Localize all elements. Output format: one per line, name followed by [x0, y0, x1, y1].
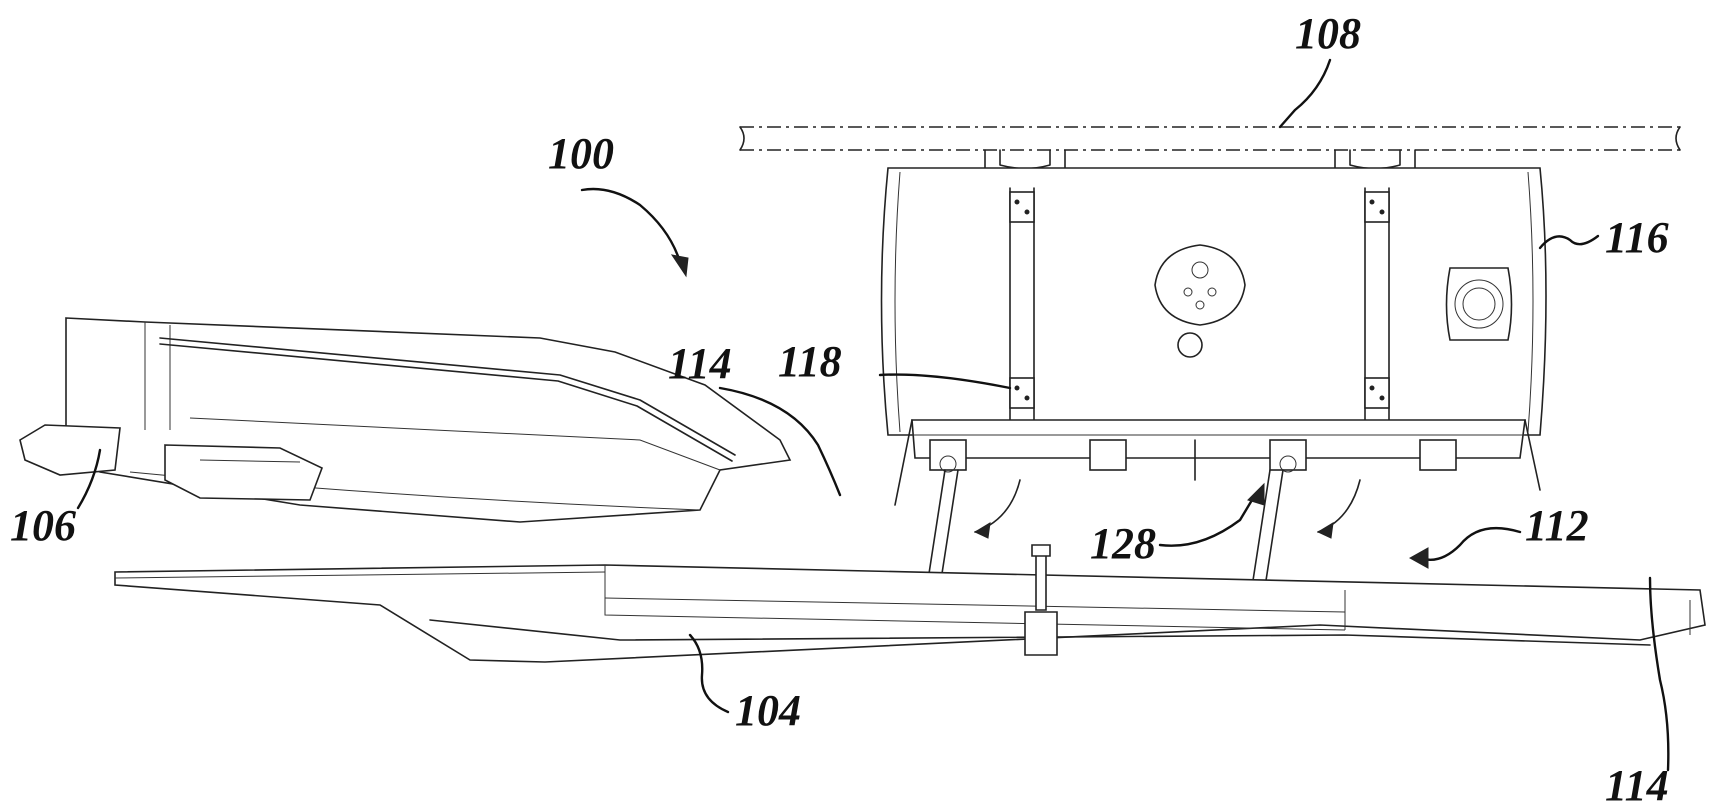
- label-128: 128: [1090, 519, 1156, 568]
- label-116: 116: [1605, 213, 1669, 262]
- swing-arrows: [975, 480, 1360, 538]
- label-106: 106: [10, 501, 76, 550]
- vehicle-frame-108: [740, 127, 1680, 170]
- label-114-upper: 114: [668, 339, 732, 388]
- label-118: 118: [778, 337, 842, 386]
- label-114-lower: 114: [1605, 761, 1669, 807]
- label-112: 112: [1525, 501, 1589, 550]
- label-104: 104: [735, 686, 801, 735]
- frame-rail-104: [115, 545, 1705, 662]
- label-100: 100: [548, 129, 614, 178]
- tank-116: [882, 168, 1547, 435]
- label-108: 108: [1295, 9, 1361, 58]
- tank-saddle: [895, 420, 1540, 505]
